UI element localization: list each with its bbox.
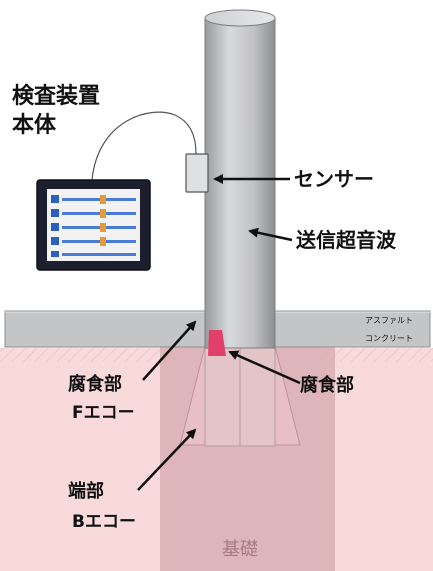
sensor	[185, 153, 209, 193]
pole-top	[204, 9, 276, 27]
sensor-cable	[91, 111, 197, 181]
inspection-device	[36, 179, 151, 271]
foundation-label: 基礎	[222, 539, 258, 560]
corrosion-spot	[208, 330, 226, 356]
corrosion-left-arrow	[142, 320, 197, 381]
asphalt-label: アスファルト	[365, 316, 413, 325]
device-label-line2: 本体	[12, 113, 57, 138]
corrosion-right-label: 腐食部	[300, 374, 354, 396]
ultrasonic-arrow	[248, 227, 293, 242]
corrosion-right-arrow	[228, 350, 301, 385]
end-label-line1: 端部	[68, 480, 104, 502]
corrosion-left-label-line1: 腐食部	[68, 373, 122, 395]
concrete-label: コンクリート	[365, 334, 413, 343]
end-label-line2: Bエコー	[72, 512, 136, 532]
sensor-label: センサー	[294, 167, 374, 191]
end-echo-arrow	[137, 428, 197, 491]
ultrasonic-label: 送信超音波	[296, 228, 397, 252]
device-screen-rows	[51, 195, 136, 257]
utility-pole	[204, 17, 276, 349]
device-label-line1: 検査装置	[12, 84, 100, 109]
corrosion-left-label-line2: Fエコー	[72, 403, 135, 423]
